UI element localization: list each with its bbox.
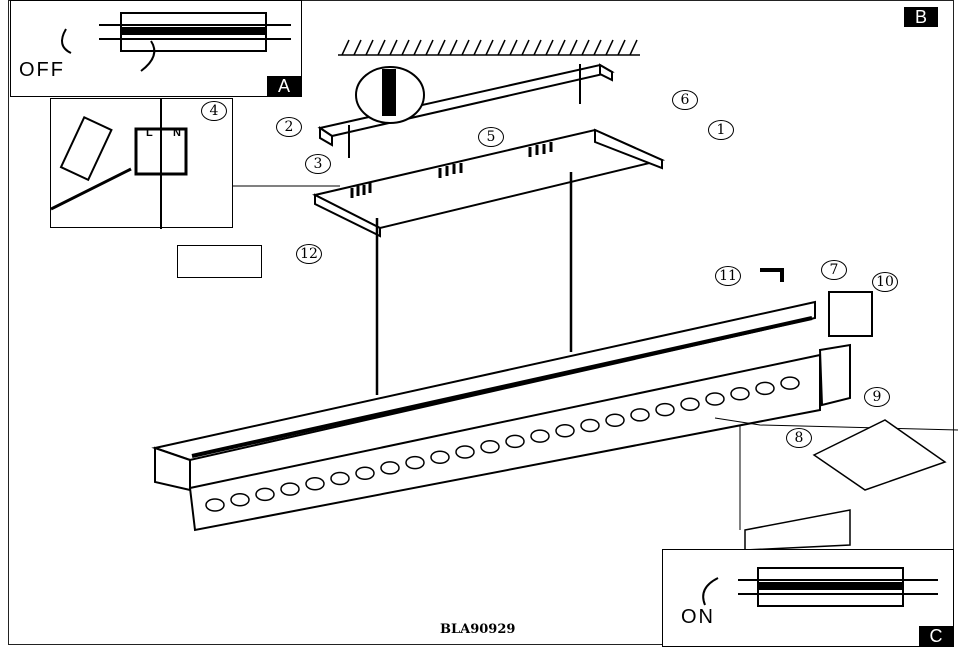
crystal: [505, 434, 525, 449]
canopy: [312, 128, 666, 238]
terminal-n: N: [173, 127, 181, 139]
crystal: [330, 471, 350, 486]
step-2: 2: [276, 117, 302, 137]
ceiling: [338, 39, 640, 56]
crystal: [405, 455, 425, 470]
hatch-line: [557, 39, 566, 56]
hatch-line: [569, 39, 578, 56]
crystal: [380, 461, 400, 475]
panel-b-tag: B: [904, 7, 938, 27]
off-label: OFF: [19, 59, 65, 81]
step-3: 3: [305, 154, 331, 174]
wiring-detail-panel: L N 4: [50, 98, 233, 229]
crystal: [755, 381, 775, 396]
panel-a-switch-off: OFF A: [10, 0, 302, 97]
crystal: [580, 418, 600, 433]
crystal-row: [205, 376, 800, 512]
crystal: [605, 413, 625, 427]
hatch-line: [593, 39, 602, 56]
crystal: [280, 482, 300, 496]
hatch-line: [389, 39, 398, 56]
terminal-l: L: [146, 127, 153, 139]
crystal: [305, 477, 325, 491]
hatch-line: [365, 39, 374, 56]
hatch-line: [605, 39, 614, 56]
crystal: [530, 429, 550, 443]
panel-c-tag: C: [919, 626, 953, 646]
hatch-line: [413, 39, 422, 56]
step-10: 10: [872, 272, 898, 292]
crystal: [705, 392, 725, 406]
vent-slots: [350, 142, 553, 198]
light-bar: [151, 300, 816, 492]
end-cap: [828, 291, 873, 337]
hatch-line: [485, 39, 494, 56]
hatch-line: [425, 39, 434, 56]
step-12: 12: [296, 244, 322, 264]
crystal: [430, 450, 450, 465]
panel-c-switch-on: ON C: [662, 549, 954, 647]
crystal: [730, 386, 750, 401]
panel-a-tag: A: [267, 76, 301, 96]
terminal-block-icon: [51, 99, 188, 229]
circuit-breaker-icon: [61, 12, 291, 72]
step-8: 8: [786, 428, 812, 448]
crystal: [455, 445, 475, 459]
hatch-line: [437, 39, 446, 56]
hatch-line: [449, 39, 458, 56]
crystal: [205, 498, 225, 512]
crystal: [555, 424, 575, 438]
step-6: 6: [672, 90, 698, 110]
circuit-breaker-icon: [702, 567, 938, 607]
hatch-line: [353, 39, 362, 56]
hatch-line: [497, 39, 506, 56]
crystal: [255, 487, 275, 502]
crystal: [780, 376, 800, 390]
product-code: BLA90929: [440, 622, 516, 637]
hatch-line: [581, 39, 590, 56]
step-5: 5: [478, 127, 504, 147]
hatch-line: [401, 39, 410, 56]
hatch-line: [629, 39, 638, 56]
allen-key-icon: [760, 268, 784, 282]
crystal: [355, 466, 375, 480]
crystal: [230, 492, 250, 507]
suspension-cables: [375, 172, 573, 395]
crystal: [630, 408, 650, 422]
crystal: [480, 439, 500, 454]
step-7: 7: [821, 260, 847, 280]
hatch-line: [473, 39, 482, 56]
crystal: [680, 397, 700, 412]
mini-strip: [744, 509, 851, 551]
step-9: 9: [864, 387, 890, 407]
hatch-line: [341, 39, 350, 56]
crystal-tray: [812, 419, 947, 491]
hatch-line: [461, 39, 470, 56]
hatch-line: [377, 39, 386, 56]
hatch-line: [533, 39, 542, 56]
diagram-frame: [8, 0, 954, 645]
hatch-line: [509, 39, 518, 56]
hatch-line: [545, 39, 554, 56]
step-4: 4: [201, 101, 227, 121]
hatch-line: [617, 39, 626, 56]
step-1: 1: [708, 120, 734, 140]
on-label: ON: [681, 606, 715, 628]
hatch-line: [521, 39, 530, 56]
screw-anchor-icon: [348, 64, 581, 158]
crystal-diffuser: [188, 343, 851, 532]
step-11: 11: [715, 266, 741, 286]
hand-detail-panel: [177, 245, 262, 278]
crystal: [655, 402, 675, 417]
